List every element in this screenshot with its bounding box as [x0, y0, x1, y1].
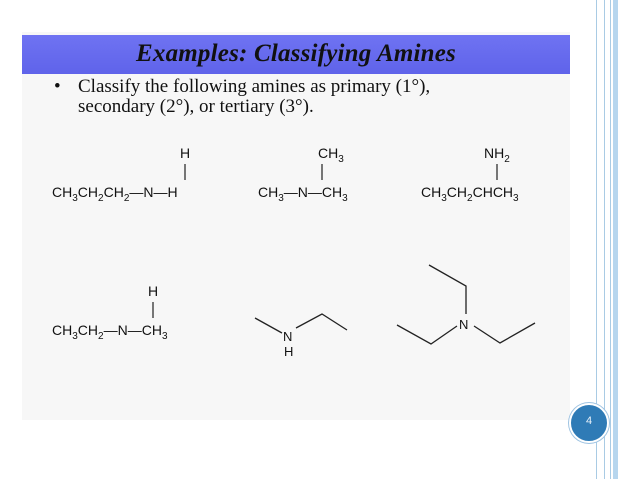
- slide-title: Examples: Classifying Amines: [136, 40, 456, 67]
- structure-2-top-group: CH3: [318, 145, 344, 165]
- structure-4-top-atom: H: [148, 283, 158, 299]
- slide-area: [22, 32, 570, 420]
- structure-1-top-atom: H: [180, 145, 190, 161]
- page-number-badge: 4: [569, 403, 609, 443]
- bullet-marker: •: [54, 76, 61, 97]
- structure-5-nitrogen: N: [283, 329, 292, 344]
- structure-3-top-group: NH2: [484, 145, 510, 165]
- bullet-line-1: Classify the following amines as primary…: [78, 76, 431, 97]
- structure-3-formula: CH3CH2CHCH3: [421, 184, 519, 204]
- structure-propylamine: H CH3CH2CH2—N—H: [52, 145, 190, 204]
- right-border-line-3: [610, 0, 611, 479]
- structure-6-nitrogen: N: [459, 317, 468, 332]
- page-number: 4: [585, 415, 593, 427]
- structure-2-formula: CH3—N—CH3: [258, 184, 348, 204]
- bullet-line-2: secondary (2°), or tertiary (3°).: [78, 96, 314, 117]
- title-bar: Examples: Classifying Amines: [22, 35, 570, 74]
- bullet-text-block: • Classify the following amines as prima…: [54, 76, 558, 117]
- structure-5-hydrogen: H: [284, 344, 293, 359]
- structure-2-butanamine: NH2 CH3CH2CHCH3: [421, 145, 519, 204]
- structure-skeletal-secondary-amine: N H: [254, 313, 348, 359]
- structure-trimethylamine: CH3 CH3—N—CH3: [258, 145, 348, 204]
- structure-skeletal-tertiary-amine: N: [396, 264, 536, 345]
- right-border-line-1: [596, 0, 597, 479]
- structure-4-formula: CH3CH2—N—CH3: [52, 322, 168, 342]
- structure-ethylmethylamine: H CH3CH2—N—CH3: [52, 283, 168, 342]
- right-border-band: [613, 0, 618, 479]
- structure-1-formula: CH3CH2CH2—N—H: [52, 184, 178, 204]
- right-border-line-2: [604, 0, 605, 479]
